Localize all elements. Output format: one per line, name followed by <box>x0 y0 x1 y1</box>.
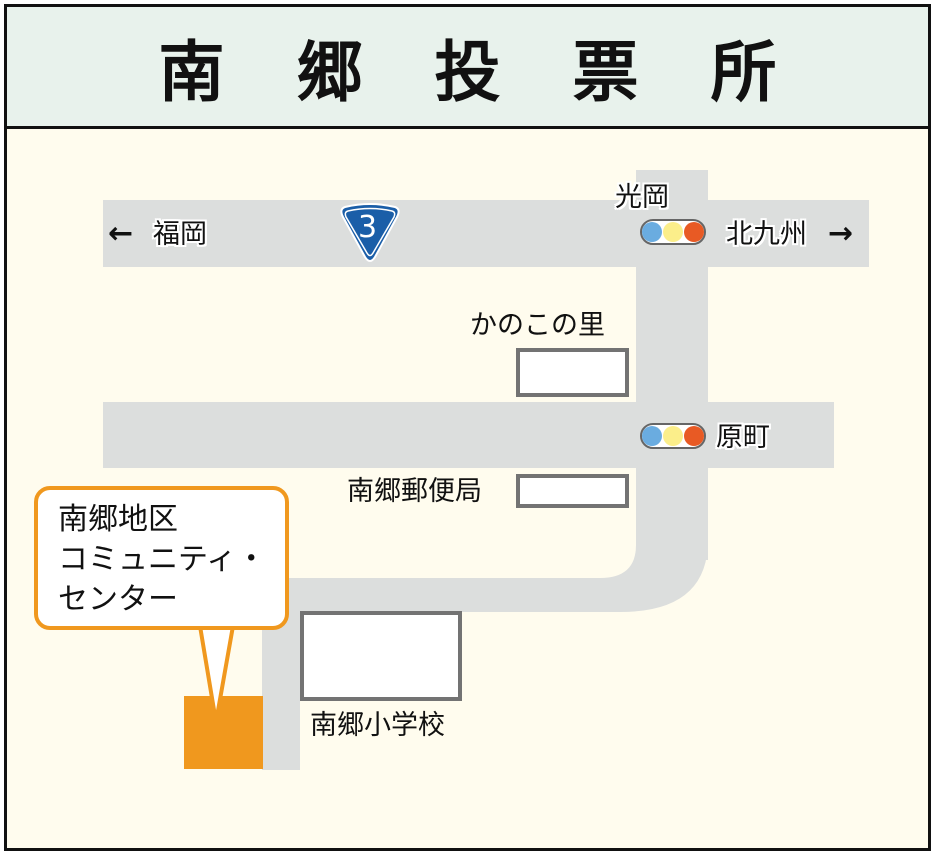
landmark-building-post-office <box>516 474 629 508</box>
venue-name-line-2: コミュニティ・ <box>58 542 267 577</box>
traffic-signal-icon <box>640 219 706 245</box>
direction-label-kitakyushu: 北九州 <box>726 219 807 250</box>
route-number: 3 <box>358 210 378 245</box>
arrow-left-icon: ← <box>108 216 134 251</box>
venue-marker <box>184 696 263 769</box>
arrow-right-icon: → <box>828 216 854 251</box>
landmark-building-kanoko <box>516 348 629 397</box>
landmark-label-kanoko: かのこの里 <box>470 310 605 341</box>
national-route-shield-icon <box>340 203 400 262</box>
intersection-label-mitsuoka: 光岡 <box>615 182 669 213</box>
page-title: 南郷投票所 <box>158 33 849 111</box>
header: 南郷投票所 <box>7 7 928 129</box>
landmark-label-post-office: 南郷郵便局 <box>347 476 482 507</box>
road-route-3 <box>103 200 869 267</box>
venue-name-line-3: センター <box>58 582 178 617</box>
direction-label-fukuoka: 福岡 <box>153 219 207 250</box>
venue-callout: 南郷地区 コミュニティ・ センター <box>34 486 289 630</box>
landmark-label-school: 南郷小学校 <box>310 710 445 741</box>
landmark-building-school <box>300 611 462 701</box>
road-middle <box>103 402 834 468</box>
traffic-signal-icon <box>640 423 706 449</box>
venue-name-line-1: 南郷地区 <box>58 502 178 537</box>
intersection-label-haramachi: 原町 <box>716 422 770 453</box>
